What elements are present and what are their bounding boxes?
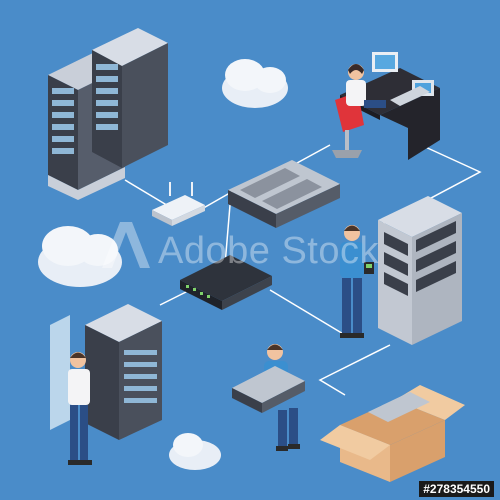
blade-server-icon [228,160,340,228]
router-icon [152,182,205,226]
cloud-icon [222,59,288,108]
cardboard-box-icon [320,385,465,482]
technician-with-tester-icon [340,225,374,338]
server-rack-with-door-icon [50,304,162,440]
server-rack-open-icon [378,196,462,345]
cloud-icon [169,433,221,470]
server-rack-pair-icon [48,28,168,200]
technician-carrying-server-icon [232,344,305,451]
network-switch-icon [180,255,272,310]
stock-id-label: #278354550 [419,481,494,497]
technician-at-desk-icon [332,64,386,158]
cloud-icon [38,226,122,287]
technician-at-rack-icon [68,352,92,465]
